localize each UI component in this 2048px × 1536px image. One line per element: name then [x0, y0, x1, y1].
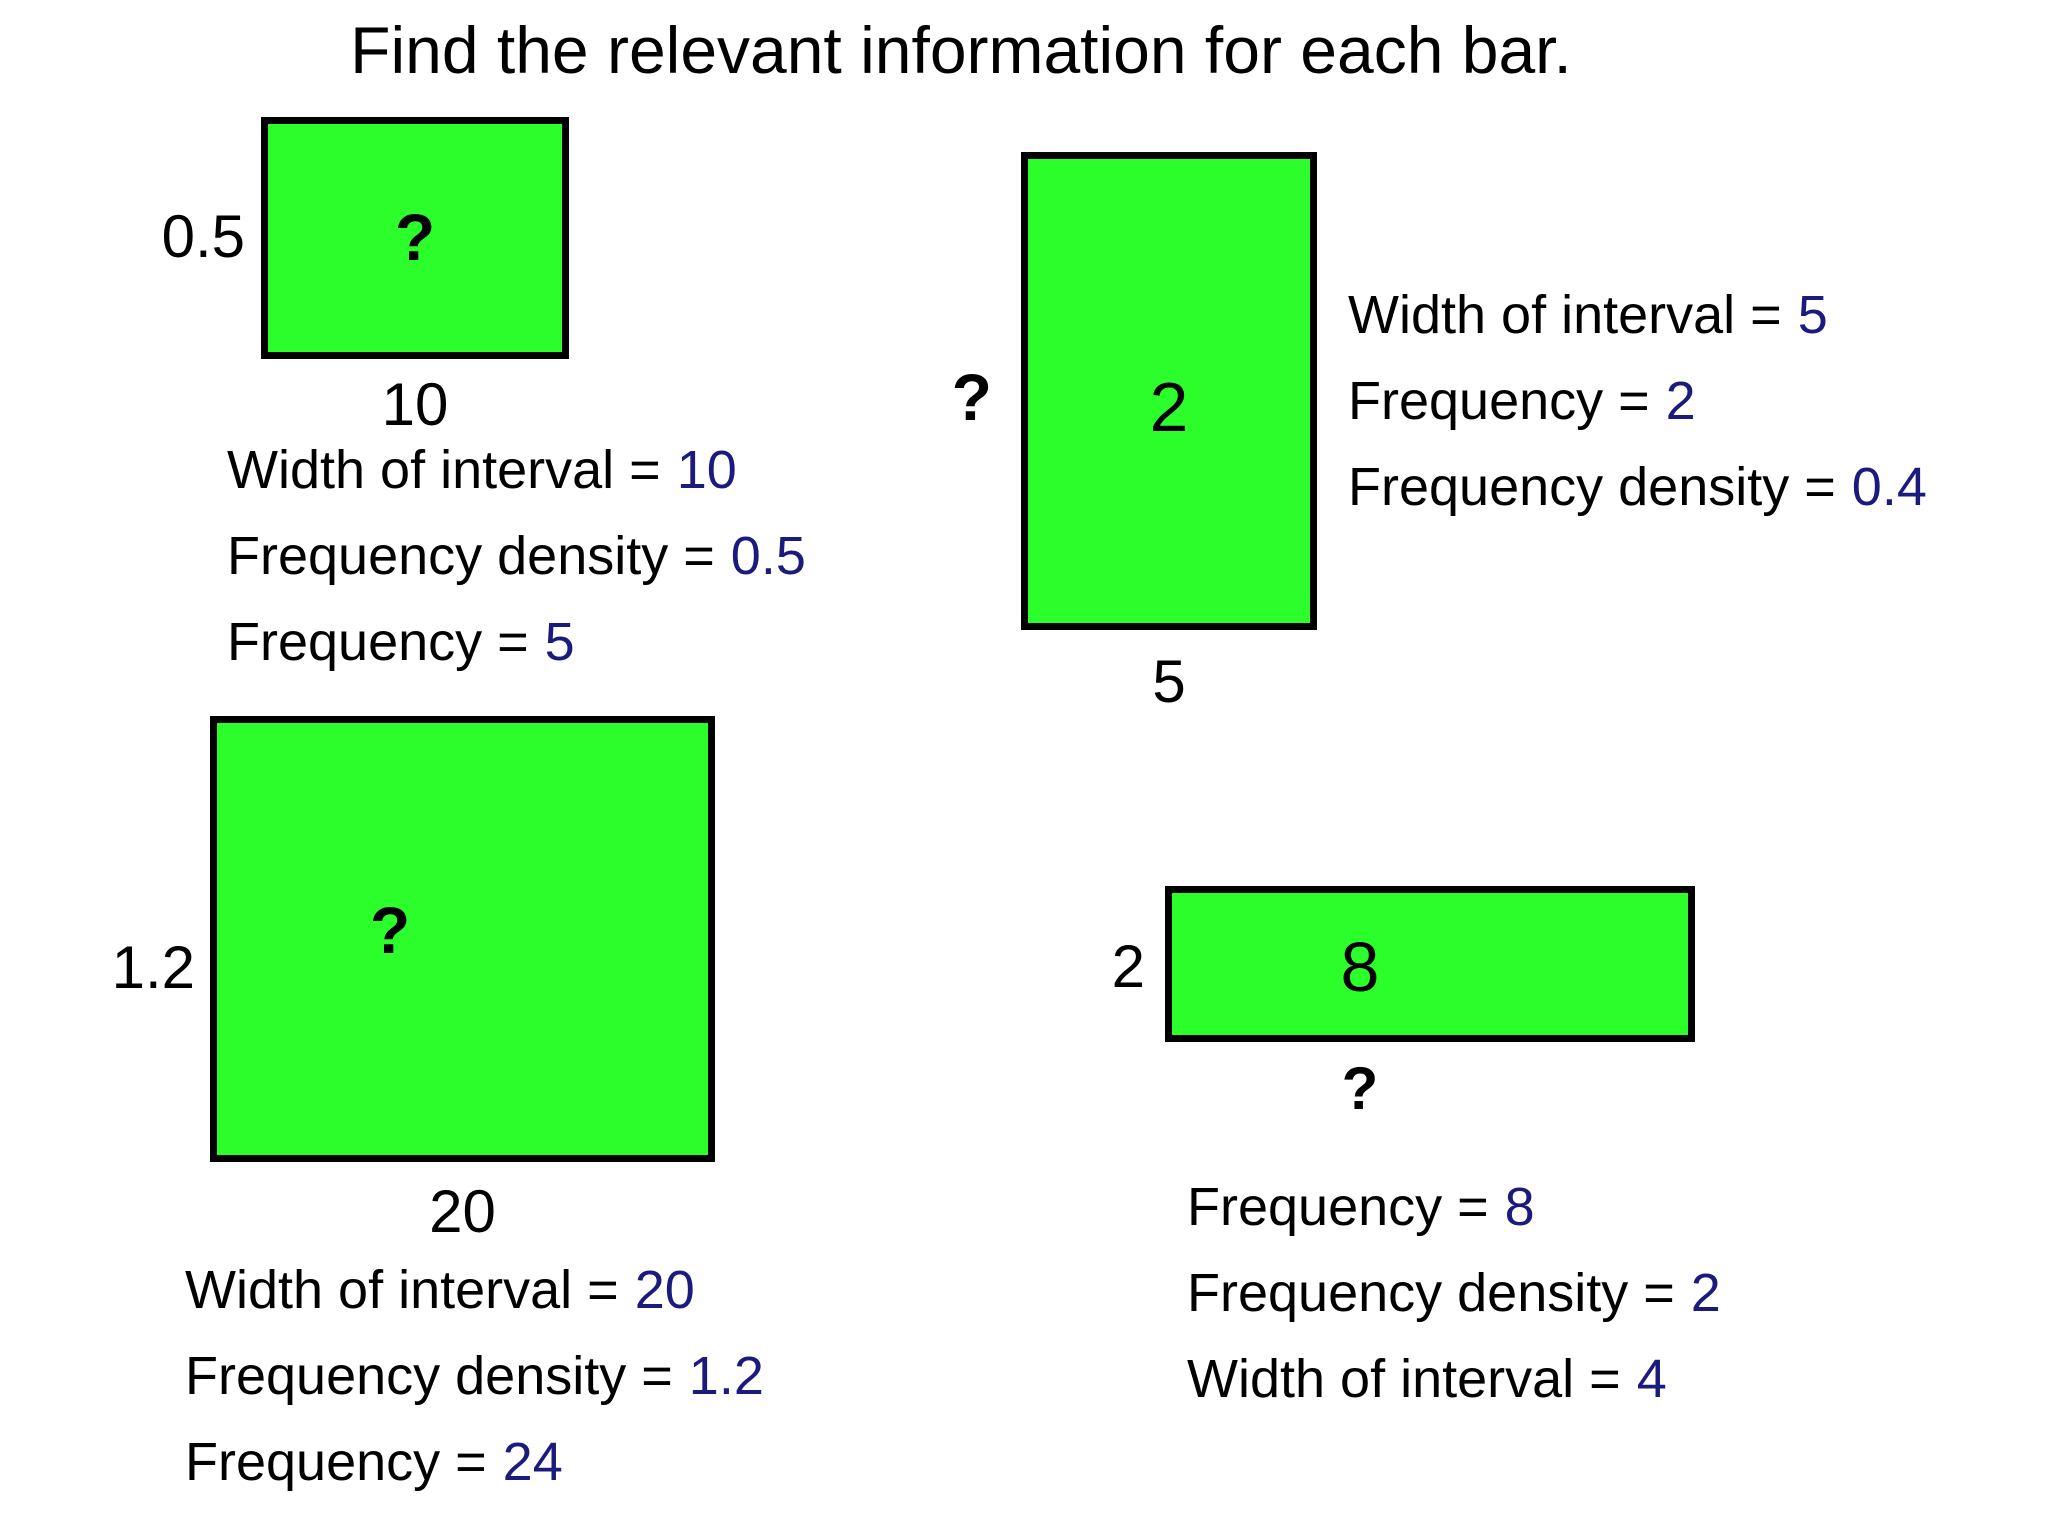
info-label: Width of interval =	[1348, 285, 1782, 345]
info-value: 20	[634, 1260, 695, 1320]
info-label: Frequency =	[1348, 371, 1650, 431]
info-label: Frequency =	[227, 612, 529, 672]
info-line: Frequency density =2	[1187, 1250, 1721, 1336]
interval-width-label: 20	[429, 1178, 496, 1245]
info-block: Width of interval =20 Frequency density …	[185, 1247, 764, 1505]
info-label: Frequency density =	[1348, 457, 1836, 517]
info-value: 8	[1504, 1177, 1535, 1237]
histogram-bar	[210, 716, 715, 1162]
info-line: Frequency =24	[185, 1419, 764, 1505]
info-line: Frequency density =0.5	[227, 513, 806, 599]
info-label: Frequency =	[185, 1432, 487, 1492]
frequency-label: 2	[1149, 368, 1189, 446]
info-value: 5	[544, 612, 575, 672]
info-value: 4	[1636, 1349, 1667, 1409]
info-line: Frequency =5	[227, 599, 806, 685]
info-label: Width of interval =	[227, 440, 661, 500]
info-value: 24	[502, 1432, 563, 1492]
info-value: 0.4	[1851, 457, 1927, 517]
histogram-bar	[261, 117, 569, 359]
histogram-bar	[1165, 886, 1695, 1042]
histogram-bar	[1021, 152, 1317, 630]
info-block: Frequency =8 Frequency density =2 Width …	[1187, 1164, 1721, 1422]
info-line: Width of interval =5	[1348, 272, 1927, 358]
info-line: Frequency density =0.4	[1348, 444, 1927, 530]
info-value: 10	[676, 440, 737, 500]
info-value: 2	[1665, 371, 1696, 431]
info-label: Frequency density =	[1187, 1263, 1675, 1323]
info-line: Frequency density =1.2	[185, 1333, 764, 1419]
frequency-label: ?	[369, 893, 411, 967]
frequency-density-label: 0.5	[161, 203, 245, 270]
info-label: Frequency density =	[227, 526, 715, 586]
info-line: Width of interval =4	[1187, 1336, 1721, 1422]
frequency-label: ?	[394, 200, 436, 274]
info-label: Frequency density =	[185, 1346, 673, 1406]
frequency-density-label: 1.2	[111, 934, 195, 1001]
interval-width-label: 5	[1152, 648, 1186, 715]
info-block: Width of interval =10 Frequency density …	[227, 427, 806, 685]
info-value: 1.2	[688, 1346, 764, 1406]
interval-width-label: ?	[1341, 1055, 1379, 1122]
info-line: Frequency =2	[1348, 358, 1927, 444]
info-value: 5	[1797, 285, 1828, 345]
info-line: Frequency =8	[1187, 1164, 1721, 1250]
info-line: Width of interval =10	[227, 427, 806, 513]
interval-width-label: 10	[381, 371, 449, 438]
frequency-density-label: ?	[951, 360, 992, 434]
info-value: 2	[1690, 1263, 1721, 1323]
info-line: Width of interval =20	[185, 1247, 764, 1333]
info-label: Width of interval =	[1187, 1349, 1621, 1409]
info-label: Frequency =	[1187, 1177, 1489, 1237]
info-label: Width of interval =	[185, 1260, 619, 1320]
frequency-label: 8	[1340, 928, 1380, 1006]
frequency-density-label: 2	[1111, 933, 1145, 1000]
page-title: Find the relevant information for each b…	[350, 13, 1572, 87]
info-value: 0.5	[730, 526, 806, 586]
info-block: Width of interval =5 Frequency =2 Freque…	[1348, 272, 1927, 530]
